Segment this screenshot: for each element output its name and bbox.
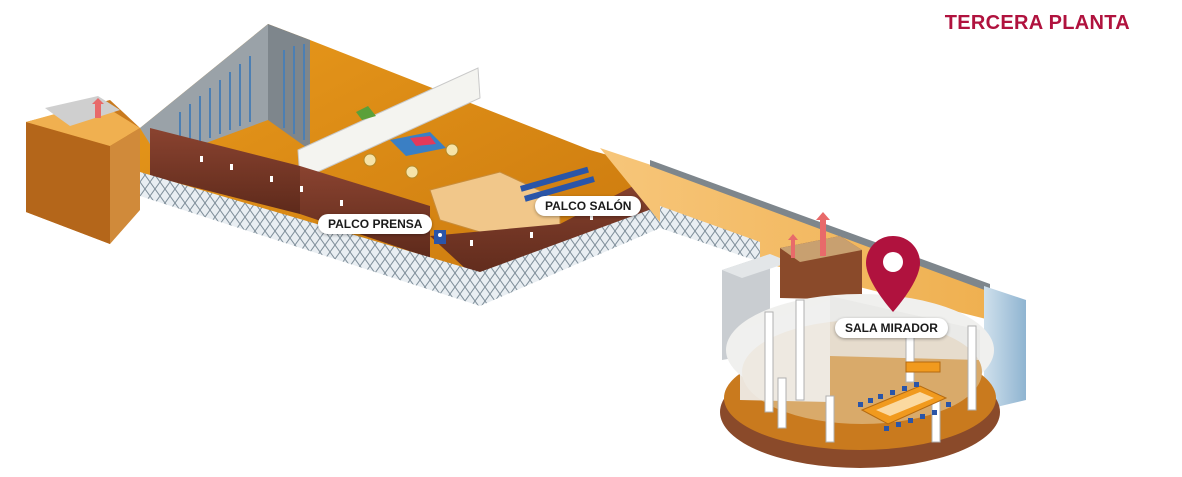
columns <box>764 299 977 443</box>
front-balcony-wall <box>140 128 660 306</box>
sala-mirador-building <box>720 212 1026 468</box>
left-stair-block <box>26 96 140 244</box>
accessibility-icon <box>434 230 446 244</box>
room-label-palco-prensa[interactable]: PALCO PRENSA <box>318 214 433 234</box>
map-pin-icon[interactable] <box>866 236 920 312</box>
floor-title: TERCERA PLANTA <box>944 12 1130 34</box>
exit-up-arrow-icon <box>788 212 830 258</box>
exit-up-arrow-icon <box>92 98 104 118</box>
room-label-palco-salon[interactable]: PALCO SALÓN <box>535 196 642 216</box>
room-label-sala-mirador[interactable]: SALA MIRADOR <box>835 318 948 338</box>
back-wall-windows <box>179 44 305 150</box>
conference-table <box>858 382 951 431</box>
